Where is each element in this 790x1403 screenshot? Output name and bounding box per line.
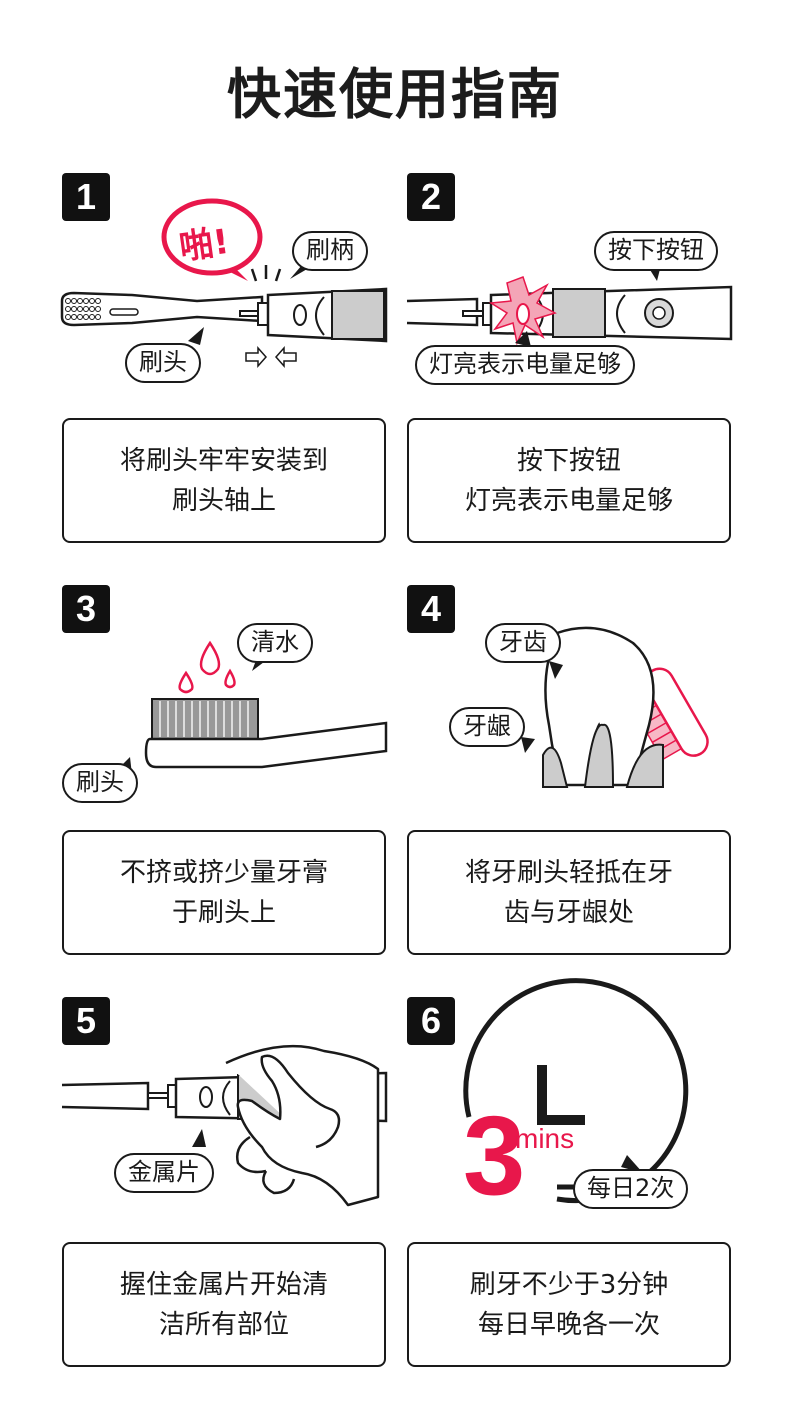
tooth-label: 牙齿	[485, 623, 561, 663]
handle-label: 刷柄	[292, 231, 368, 271]
step-number: 2	[407, 173, 455, 221]
step-number: 3	[62, 585, 110, 633]
step-number: 1	[62, 173, 110, 221]
step-number: 4	[407, 585, 455, 633]
step-5: 金属片 5 握住金属片开始清 洁所有部位	[61, 997, 402, 1397]
step-number: 5	[62, 997, 110, 1045]
step-3: 清水 刷头 3 不挤或挤少量牙膏 于刷头上	[62, 585, 402, 985]
light-label: 灯亮表示电量足够	[415, 345, 635, 385]
water-drop-icon	[178, 640, 236, 694]
button-label: 按下按钮	[594, 231, 718, 271]
frequency-label: 每日2次	[573, 1169, 689, 1209]
step-1: 啪! 刷柄 刷头 1 将刷头牢牢安装到 刷头轴上	[60, 173, 402, 573]
step-description: 将刷头牢牢安装到 刷头轴上	[62, 418, 386, 543]
hand-icon	[225, 1044, 380, 1207]
step-2: 按下按钮 灯亮表示电量足够 2 按下按钮 灯亮表示电量足够	[406, 173, 747, 573]
step-description: 握住金属片开始清 洁所有部位	[62, 1242, 386, 1367]
head-label: 刷头	[62, 763, 138, 803]
toothbrush-attach-illustration	[60, 198, 388, 368]
step-description: 不挤或挤少量牙膏 于刷头上	[62, 830, 386, 955]
step-4: 牙齿 牙龈 4 将牙刷头轻抵在牙 齿与牙龈处	[407, 585, 747, 985]
water-illustration	[112, 640, 388, 775]
step-description: 按下按钮 灯亮表示电量足够	[407, 418, 731, 543]
gum-label: 牙龈	[449, 707, 525, 747]
metal-plate-label: 金属片	[114, 1153, 214, 1193]
step-description: 刷牙不少于3分钟 每日早晚各一次	[407, 1242, 731, 1367]
pop-sound-label: 啪!	[176, 221, 232, 269]
duration-number: 3	[463, 1093, 526, 1218]
tooth-illustration	[521, 626, 709, 788]
page-title: 快速使用指南	[227, 63, 563, 126]
hand-grip-illustration	[61, 1044, 388, 1207]
water-label: 清水	[237, 623, 313, 663]
arrows-icon	[245, 346, 297, 368]
power-button-illustration	[406, 265, 733, 347]
step-description: 将牙刷头轻抵在牙 齿与牙龈处	[407, 830, 731, 955]
step-number: 6	[407, 997, 455, 1045]
step-6: 3 mins 每日2次 6 刷牙不少于3分钟 每日早晚各一次	[407, 978, 747, 1397]
head-label: 刷头	[125, 343, 201, 383]
duration-unit: mins	[515, 1123, 575, 1154]
